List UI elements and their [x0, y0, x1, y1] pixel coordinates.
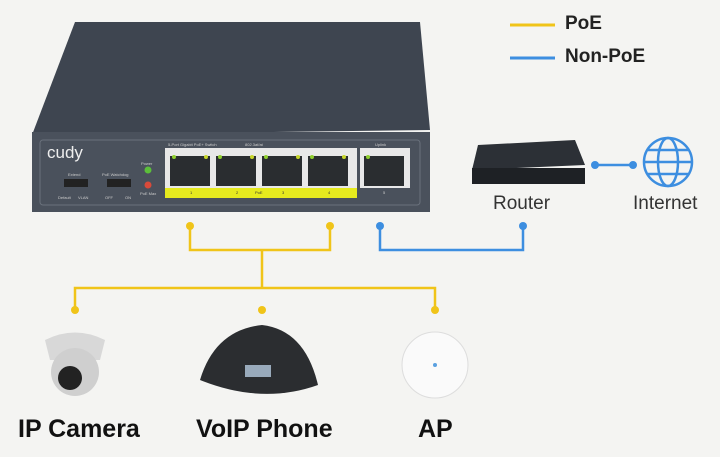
port-2-label: 2 [236, 190, 239, 195]
voip-phone-label: VoIP Phone [196, 415, 333, 443]
on-label: ON [125, 195, 131, 200]
switch-ports [165, 148, 410, 198]
legend-non-poe: Non-PoE [565, 46, 646, 67]
ip-camera-icon [45, 332, 105, 396]
ip-camera-label: IP Camera [18, 415, 140, 443]
uplink-label: Uplink [375, 142, 387, 147]
ap-label: AP [418, 415, 453, 443]
internet-label: Internet [633, 193, 698, 214]
uplink-line [378, 226, 525, 252]
poe-port-label: PoE [255, 190, 263, 195]
watchdog-label: PoE Watchdog [102, 172, 129, 177]
legend-poe: PoE [565, 13, 602, 34]
standard-label: 802.3af/at [245, 142, 263, 147]
vlan-label: VLAN [78, 195, 89, 200]
port-4-label: 4 [328, 190, 331, 195]
extend-switch[interactable] [64, 179, 88, 187]
off-label: OFF [105, 195, 113, 200]
port-3-label: 3 [282, 190, 285, 195]
port-1-label: 1 [190, 190, 193, 195]
router-icon [472, 140, 585, 184]
power-led [144, 166, 152, 174]
poe-max-led [144, 181, 152, 189]
globe-icon [642, 136, 694, 188]
brand-logo: cudy [47, 143, 83, 162]
poe-lines [73, 226, 437, 310]
switch-top [32, 22, 430, 135]
poe-max-label: PoE Max [140, 191, 157, 196]
model-label: 5-Port Gigabit PoE+ Switch [168, 142, 217, 147]
voip-phone-icon [200, 325, 318, 394]
router-label: Router [493, 193, 551, 214]
port-5-label: 5 [383, 190, 386, 195]
default-label: Default [58, 195, 71, 200]
power-label: Power [141, 161, 153, 166]
watchdog-switch[interactable] [107, 179, 131, 187]
extend-label: Extend [68, 172, 81, 177]
